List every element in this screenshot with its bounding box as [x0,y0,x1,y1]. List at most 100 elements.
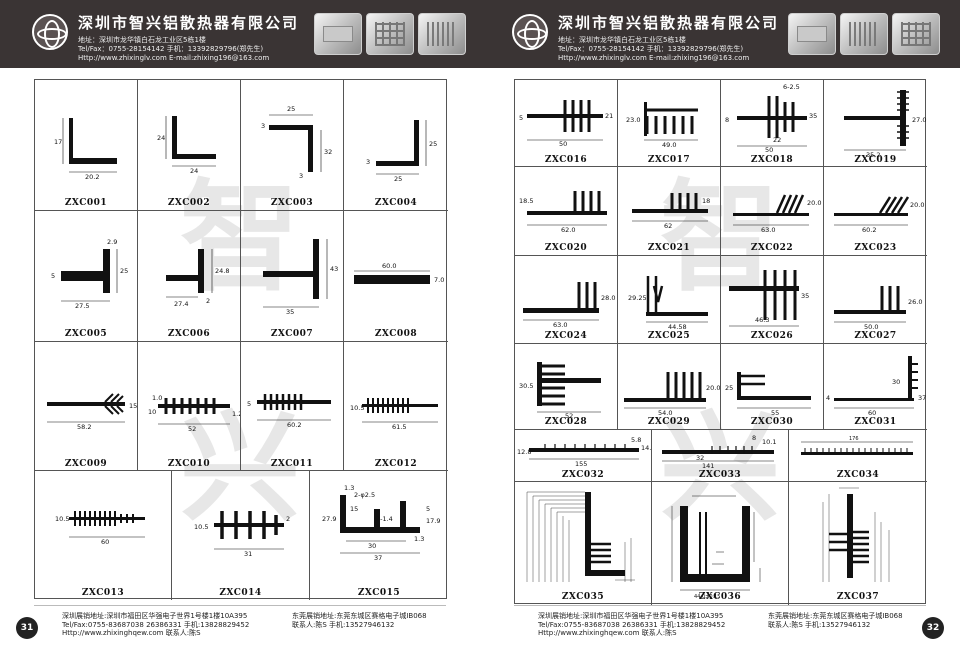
profile-drawing: 1.3 27.9 15 2-φ2.5 2-1.4 30 37 17.9 5 1.… [322,484,440,562]
dim-label: 20.0 [910,201,924,209]
dim-label: 44.0±0.15 [694,594,720,600]
product-code: ZXC033 [698,470,742,480]
product-code: ZXC008 [374,329,418,339]
product-cell: 176 ZXC034 [789,430,927,482]
page-number-right: 32 [922,617,944,639]
company-logo [32,14,68,50]
dim-label: 20.0 [807,199,821,207]
product-code: ZXC012 [374,459,418,469]
product-cell: ZXC037 [789,482,927,605]
product-cell: 20.0 54.0 ZXC029 [618,344,721,430]
product-cell: 35 46.3 ZXC026 [721,256,824,344]
dim-label: 10.5 [194,523,208,531]
dim-label: 30 [892,378,900,386]
dim-label: 52 [188,425,196,433]
dim-label: 3 [299,172,303,180]
dim-label: 27.4 [174,300,188,308]
dim-label: 28.0 [601,294,615,302]
profile-drawing: 26.0 50.0 [834,286,922,331]
footer-line: 联系人:陈S 手机:13527946132 [292,620,395,629]
product-code: ZXC015 [357,588,401,598]
dim-label: 60 [101,538,109,546]
profile-drawing: 10 1.0 1.2 52 [148,394,240,433]
dim-label: 23.0 [626,116,640,124]
dim-label: 155 [575,460,587,468]
profile-drawing: 20.0 54.0 [624,372,720,417]
product-cell: 18 62 ZXC021 [618,167,721,256]
footer-line: Tel/Fax:0755-83687038 26386331 手机:138288… [538,620,726,629]
dim-label: 32 [324,148,332,156]
profile-drawing: 28.0 63.0 [523,282,615,329]
dim-label: 3 [261,122,265,130]
dim-label: 29.25 [628,294,647,302]
footer-divider [34,605,446,606]
header-address: 地址：深圳市龙华镇白石龙工业区5栋1楼 [78,36,206,44]
product-cell: 60.0 7.0 ZXC008 [344,211,448,342]
page-number-left: 31 [16,617,38,639]
dim-label: 27.5 [75,302,89,310]
product-cell: 27.0 35.2 ZXC019 [824,80,927,167]
dim-label: 35 [801,292,809,300]
dim-label: 2.9 [107,238,117,246]
dim-label: 10.5 [55,515,69,523]
profile-drawing: 20.0 63.0 [733,194,821,234]
profile-drawing: 10.5 61.5 [350,398,438,431]
product-code: ZXC028 [544,417,588,427]
product-code: ZXC020 [544,243,588,253]
dim-label: 54.0 [658,409,672,417]
profile-drawing: 18.5 62.0 [519,191,607,234]
footer-line: Http://www.zhixinghqew.com 联系人:陈S [62,629,201,637]
footer-line: Tel/Fax:0755-83687038 26386331 手机:138288… [62,620,250,629]
dim-label: 10.1 [762,438,776,446]
dim-label: 141 [702,462,714,470]
dim-label: 22 [773,136,781,144]
profile-drawing: 43 35 [263,239,338,316]
dim-label: 24.8 [215,267,229,275]
footer-line: 东莞展销地址:东莞东城区赛格电子城IB068 [768,612,903,620]
product-cell: 2.9 5 25 27.5 ZXC005 [35,211,138,342]
product-cell: 6-2.5 8 35 22 50 ZXC018 [721,80,824,167]
footer-line: 深圳展销地址:深圳市福田区华强电子世界1号楼1楼10A395 [62,612,248,620]
dim-label: 52 [565,412,573,420]
dim-label: 43 [330,265,338,273]
dim-label: 5 [426,505,430,513]
product-cell: 1.3 27.9 15 2-φ2.5 2-1.4 30 37 17.9 5 1.… [310,471,448,600]
product-cell: 20.0 60.2 ZXC023 [824,167,927,256]
profile-drawing: 3 25 25 [366,120,437,183]
dim-label: 37 [918,394,926,402]
product-cell: 30.5 52 ZXC028 [515,344,618,430]
profile-drawing: 30.5 52 [519,362,601,420]
dim-label: 24 [157,134,165,142]
product-cell: 15 58.2 ZXC009 [35,342,138,471]
product-code: ZXC003 [270,198,314,208]
footer-divider [514,605,926,606]
dim-label: 25 [725,384,733,392]
product-code: ZXC019 [854,155,897,165]
product-code: ZXC017 [647,155,691,165]
dim-label: 10 [148,408,156,416]
product-photo [892,13,940,55]
dim-label: 20.0 [706,384,720,392]
footer-line: Http://www.zhixinghqew.com 联系人:陈S [538,629,677,637]
product-cell: 10.5 2 31 ZXC014 [172,471,310,600]
product-cell: 12.8 5.8 14.5 155 ZXC032 [515,430,652,482]
product-code: ZXC026 [750,331,794,341]
dim-label: 8 [725,116,729,124]
dim-label: 2-φ2.5 [354,491,375,499]
product-code: ZXC025 [647,331,691,341]
product-code: ZXC006 [167,329,211,339]
product-code: ZXC030 [750,417,794,427]
profile-drawing: 60.0 7.0 [354,262,444,284]
product-cell: 28.0 63.0 ZXC024 [515,256,618,344]
profile-drawing: 25 55 [725,372,811,417]
product-photo [418,13,466,55]
product-code: ZXC011 [270,459,314,469]
profile-drawing: 44.0±0.15 [671,495,761,600]
company-name: 深圳市智兴铝散热器有限公司 [558,14,780,32]
product-cell: 10 1.0 1.2 52 ZXC010 [138,342,241,471]
product-photo [840,13,888,55]
dim-label: 18 [702,197,710,205]
product-cell: 17 20.2 ZXC001 [35,80,138,211]
product-code: ZXC022 [750,243,794,253]
profile-drawing: 23.0 49.0 [626,102,698,149]
